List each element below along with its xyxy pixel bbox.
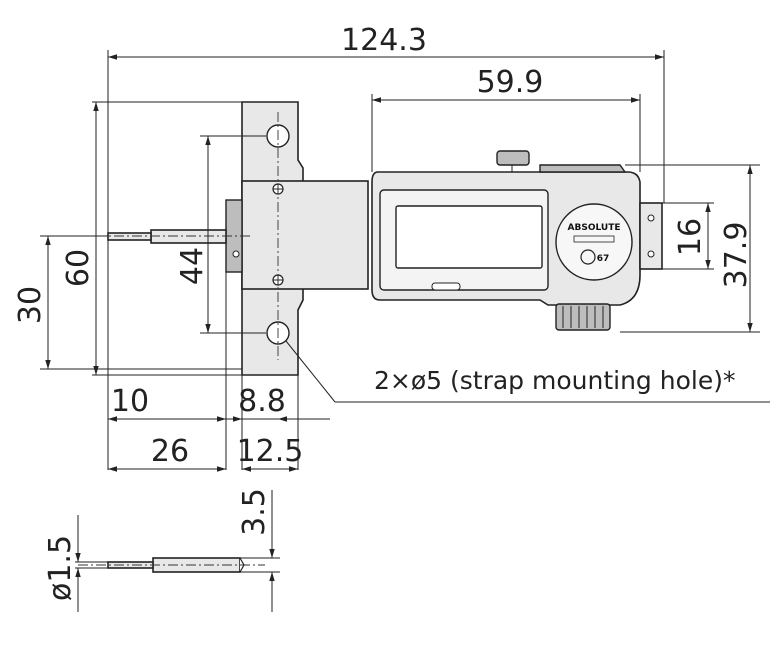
ip-icon <box>580 249 596 265</box>
dim-rod-offset: 10 <box>111 384 149 419</box>
dim-half-height: 30 <box>13 286 48 324</box>
dim-base-thickness: 8.8 <box>238 384 286 419</box>
display-housing: ABSOLUTE 67 <box>371 150 663 331</box>
brand-label: ABSOLUTE <box>568 223 621 233</box>
dim-display-length: 59.9 <box>477 65 544 100</box>
strap-hole-callout: 2×ø5 (strap mounting hole)* <box>285 340 770 403</box>
probe-detail-view <box>75 557 280 573</box>
dim-base-height: 60 <box>61 249 96 287</box>
dim-probe-diameter: ø1.5 <box>43 535 78 601</box>
dim-probe-step: 3.5 <box>237 488 272 536</box>
dim-hole-spacing: 44 <box>175 247 210 285</box>
strap-hole-note: 2×ø5 (strap mounting hole)* <box>374 366 735 395</box>
dim-total-height: 37.9 <box>719 222 754 289</box>
stem-block <box>225 180 369 290</box>
dim-rod-length: 26 <box>151 434 189 469</box>
dim-base-width: 12.5 <box>237 434 304 469</box>
ip-rating-label: 67 <box>597 254 610 264</box>
dim-end-height: 16 <box>673 218 708 256</box>
lcd-window <box>395 205 543 269</box>
grip-ribs <box>555 303 611 331</box>
dim-overall-length: 124.3 <box>341 23 427 58</box>
